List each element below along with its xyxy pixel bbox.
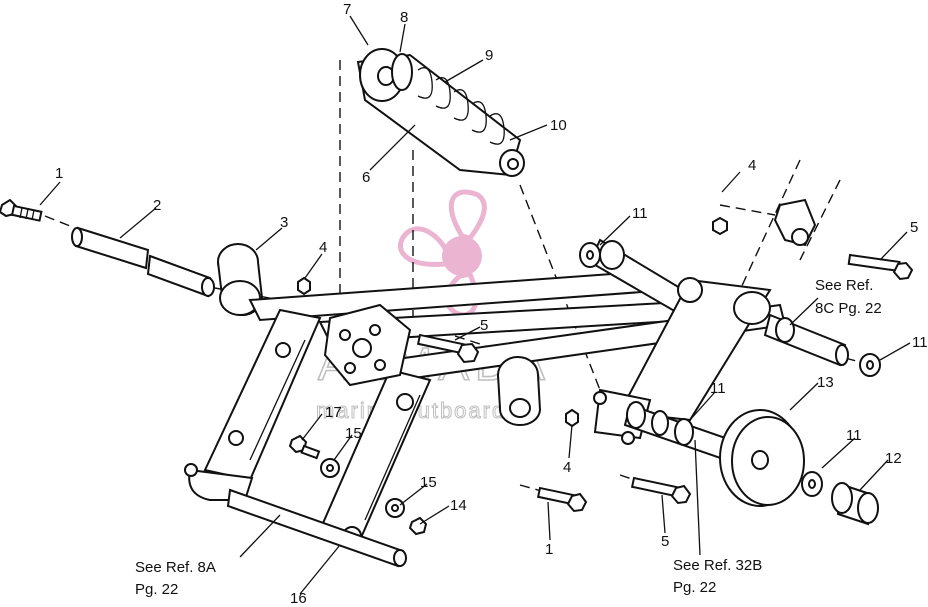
idler-wheel-assembly bbox=[623, 401, 879, 526]
callout-14: 14 bbox=[450, 497, 467, 514]
callout-2: 2 bbox=[153, 197, 161, 214]
leader-lines bbox=[39, 15, 911, 595]
callout-1: 1 bbox=[55, 165, 63, 182]
ref-8c-line2: 8C Pg. 22 bbox=[815, 300, 882, 317]
callout-15: 15 bbox=[420, 474, 437, 491]
callout-15: 15 bbox=[345, 425, 362, 442]
bolt-5-center bbox=[416, 333, 480, 364]
tube-2 bbox=[71, 226, 215, 298]
callout-4: 4 bbox=[319, 239, 327, 256]
shock-absorber bbox=[356, 48, 525, 177]
callout-6: 6 bbox=[362, 169, 370, 186]
callout-17: 17 bbox=[325, 404, 342, 421]
upper-right-cam bbox=[712, 198, 817, 247]
callout-9: 9 bbox=[485, 47, 493, 64]
bushing-3 bbox=[217, 243, 264, 317]
bolt-1-left bbox=[0, 198, 43, 222]
ref-8c-line1: See Ref. bbox=[815, 277, 873, 294]
callout-11: 11 bbox=[846, 427, 862, 444]
propeller-logo-icon bbox=[397, 189, 487, 318]
callout-12: 12 bbox=[885, 450, 902, 467]
callout-13: 13 bbox=[817, 374, 834, 391]
bolt-5-lower bbox=[630, 476, 692, 505]
washers-11 bbox=[579, 242, 881, 377]
callout-11: 11 bbox=[912, 334, 928, 351]
callout-11: 11 bbox=[632, 205, 648, 222]
callout-10: 10 bbox=[550, 117, 567, 134]
bolt-5-right bbox=[847, 253, 914, 281]
small-fasteners bbox=[288, 434, 428, 536]
ref-8a-line2: Pg. 22 bbox=[135, 581, 178, 598]
callout-11: 11 bbox=[710, 380, 726, 397]
callout-8: 8 bbox=[400, 9, 408, 26]
callout-1: 1 bbox=[545, 541, 553, 558]
callout-7: 7 bbox=[343, 1, 351, 18]
ref-32b-line2: Pg. 22 bbox=[673, 579, 716, 596]
callout-5: 5 bbox=[661, 533, 669, 550]
main-rails bbox=[248, 238, 787, 382]
bolt-1-lower bbox=[536, 486, 588, 513]
nuts-4 bbox=[297, 276, 579, 428]
callout-3: 3 bbox=[280, 214, 288, 231]
callout-5: 5 bbox=[910, 219, 918, 236]
callout-4: 4 bbox=[563, 459, 571, 476]
center-bushing bbox=[497, 356, 542, 427]
left-arm-assembly bbox=[184, 308, 432, 568]
ref-8a-line1: See Ref. 8A bbox=[135, 559, 216, 576]
callout-16: 16 bbox=[290, 590, 307, 607]
assembly-guide-lines bbox=[44, 60, 861, 493]
callout-5: 5 bbox=[480, 317, 488, 334]
reference-notes: See Ref. 8C Pg. 22 See Ref. 8A Pg. 22 Se… bbox=[135, 277, 882, 598]
ref-32b-line1: See Ref. 32B bbox=[673, 557, 762, 574]
shock-mount-plate bbox=[323, 303, 412, 387]
callout-numbers: 1 2 3 4 4 4 5 5 5 6 7 8 9 10 11 11 11 11… bbox=[55, 1, 928, 607]
callout-4: 4 bbox=[748, 157, 756, 174]
right-arm-assembly bbox=[593, 277, 849, 445]
